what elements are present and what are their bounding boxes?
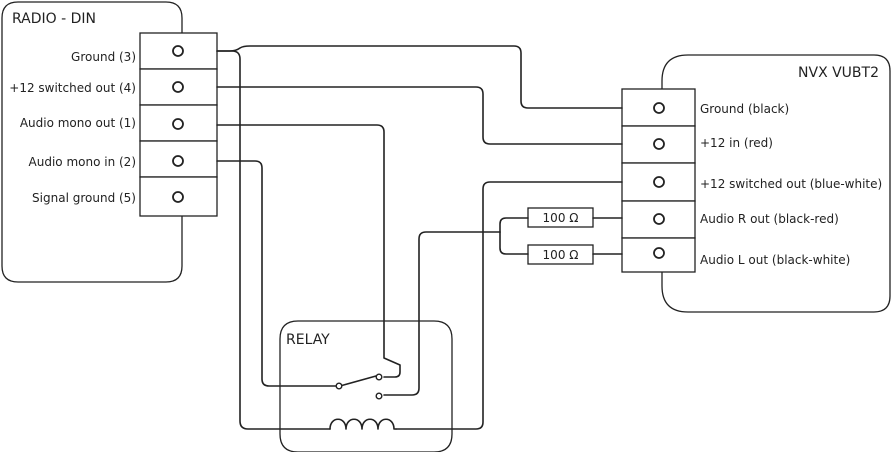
relay-title: RELAY	[286, 332, 330, 348]
wire-12v-in	[216, 86, 623, 145]
radio-din-unit: RADIO - DIN Ground (3) +12 switched out …	[1, 1, 218, 283]
terminal-screw-icon	[653, 138, 665, 150]
nvx-terminal-cell	[621, 237, 696, 273]
nvx-pin-label: +12 in (red)	[700, 136, 773, 150]
wire-ground-to-coil	[216, 50, 331, 430]
nvx-title: NVX VUBT2	[798, 65, 879, 81]
resistor-label: 100 Ω	[543, 211, 579, 225]
terminal-screw-icon	[172, 155, 184, 167]
terminal-screw-icon	[172, 191, 184, 203]
nvx-pin-label: Audio R out (black-red)	[700, 212, 839, 226]
relay-switch	[335, 373, 383, 400]
relay-coil-icon	[329, 418, 397, 430]
nvx-terminal-block	[621, 88, 696, 273]
terminal-screw-icon	[172, 118, 184, 130]
terminal-screw-icon	[653, 247, 665, 259]
nvx-vubt2-unit: NVX VUBT2 Ground (black) +12 in (red) +1…	[621, 54, 891, 313]
radio-pin-label: Signal ground (5)	[32, 191, 136, 205]
terminal-screw-icon	[172, 81, 184, 93]
relay-switch-arm	[339, 375, 377, 387]
nvx-outline	[661, 54, 891, 313]
resistor-label: 100 Ω	[543, 248, 579, 262]
radio-pin-label: Audio mono in (2)	[29, 155, 136, 169]
nvx-pin-label: Ground (black)	[700, 102, 789, 116]
terminal-screw-icon	[172, 45, 184, 57]
radio-din-title: RADIO - DIN	[12, 11, 96, 27]
terminal-screw-icon	[653, 213, 665, 225]
wire-relay-to-resistors	[383, 231, 501, 396]
nvx-pin-label: +12 switched out (blue-white)	[700, 177, 882, 191]
radio-terminal-block	[139, 32, 218, 217]
relay-no-contact-icon	[375, 373, 383, 381]
terminal-screw-icon	[653, 102, 665, 114]
relay-common-contact-icon	[335, 382, 343, 390]
relay-nc-contact-icon	[375, 392, 383, 400]
resistor-l: 100 Ω	[527, 244, 594, 265]
radio-din-outline	[1, 1, 183, 283]
relay-unit: RELAY	[279, 320, 453, 452]
nvx-pin-label: Audio L out (black-white)	[700, 253, 850, 267]
wire-resistor-l-left	[499, 231, 529, 255]
relay-outline	[279, 320, 453, 452]
radio-pin-label: +12 switched out (4)	[9, 81, 136, 95]
wire-audio-mono-out	[216, 124, 401, 378]
terminal-screw-icon	[653, 176, 665, 188]
radio-pin-label: Ground (3)	[71, 50, 136, 64]
wire-12v-switched	[395, 181, 623, 430]
wire-ground	[216, 45, 623, 109]
resistor-r: 100 Ω	[527, 207, 594, 228]
wires	[216, 45, 623, 430]
wire-audio-mono-in	[216, 160, 337, 387]
radio-pin-label: Audio mono out (1)	[20, 116, 136, 130]
wire-resistor-r-left	[499, 217, 529, 233]
